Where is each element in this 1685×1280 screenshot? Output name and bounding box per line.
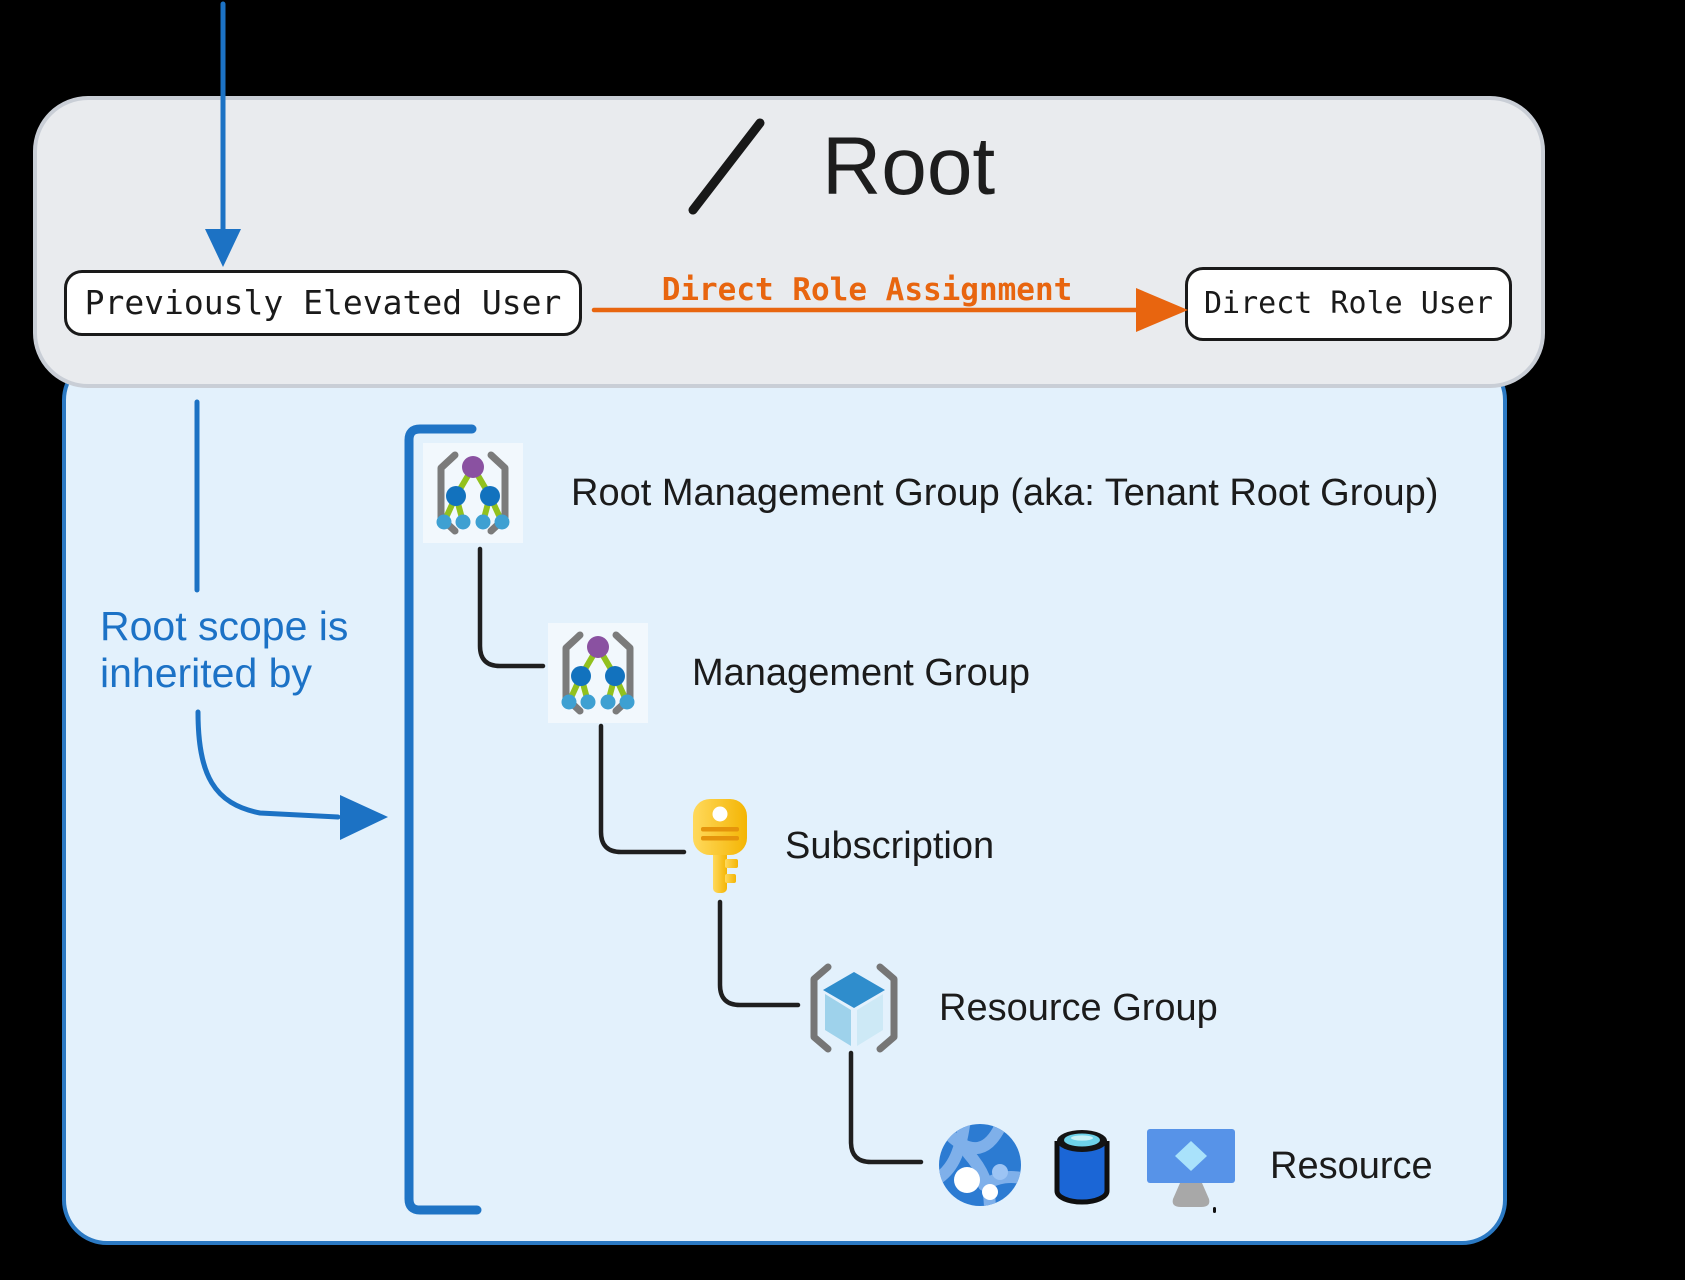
inheritance-note-line2: inherited by xyxy=(100,650,312,696)
inheritance-note-line1: Root scope is xyxy=(100,603,349,649)
resource-label: Resource xyxy=(1270,1145,1433,1187)
management-group-label: Management Group xyxy=(692,652,1030,694)
down-arrow-icon xyxy=(205,1,241,267)
resource-group-label: Resource Group xyxy=(939,987,1218,1029)
connector-line xyxy=(477,546,546,669)
slash-glyph xyxy=(688,118,765,215)
subscription-label: Subscription xyxy=(785,825,995,867)
root-management-group-label: Root Management Group (aka: Tenant Root … xyxy=(571,472,1439,514)
direct-role-user-box: Direct Role User xyxy=(1185,267,1512,341)
connector-line xyxy=(717,899,801,1008)
inheritance-arrow xyxy=(195,709,388,840)
connector-line xyxy=(598,723,687,855)
previously-elevated-user-box: Previously Elevated User xyxy=(64,270,582,336)
direct-role-assignment-label: Direct Role Assignment xyxy=(661,272,1073,308)
inheritance-note: Root scope is inherited by xyxy=(100,603,348,697)
connector-line xyxy=(848,1050,924,1165)
hierarchy-connectors xyxy=(477,546,924,1165)
scope-bracket xyxy=(404,424,482,1215)
page-title: Root xyxy=(822,121,996,212)
scope-panel xyxy=(62,355,1507,1245)
direct-role-arrow xyxy=(591,288,1188,332)
